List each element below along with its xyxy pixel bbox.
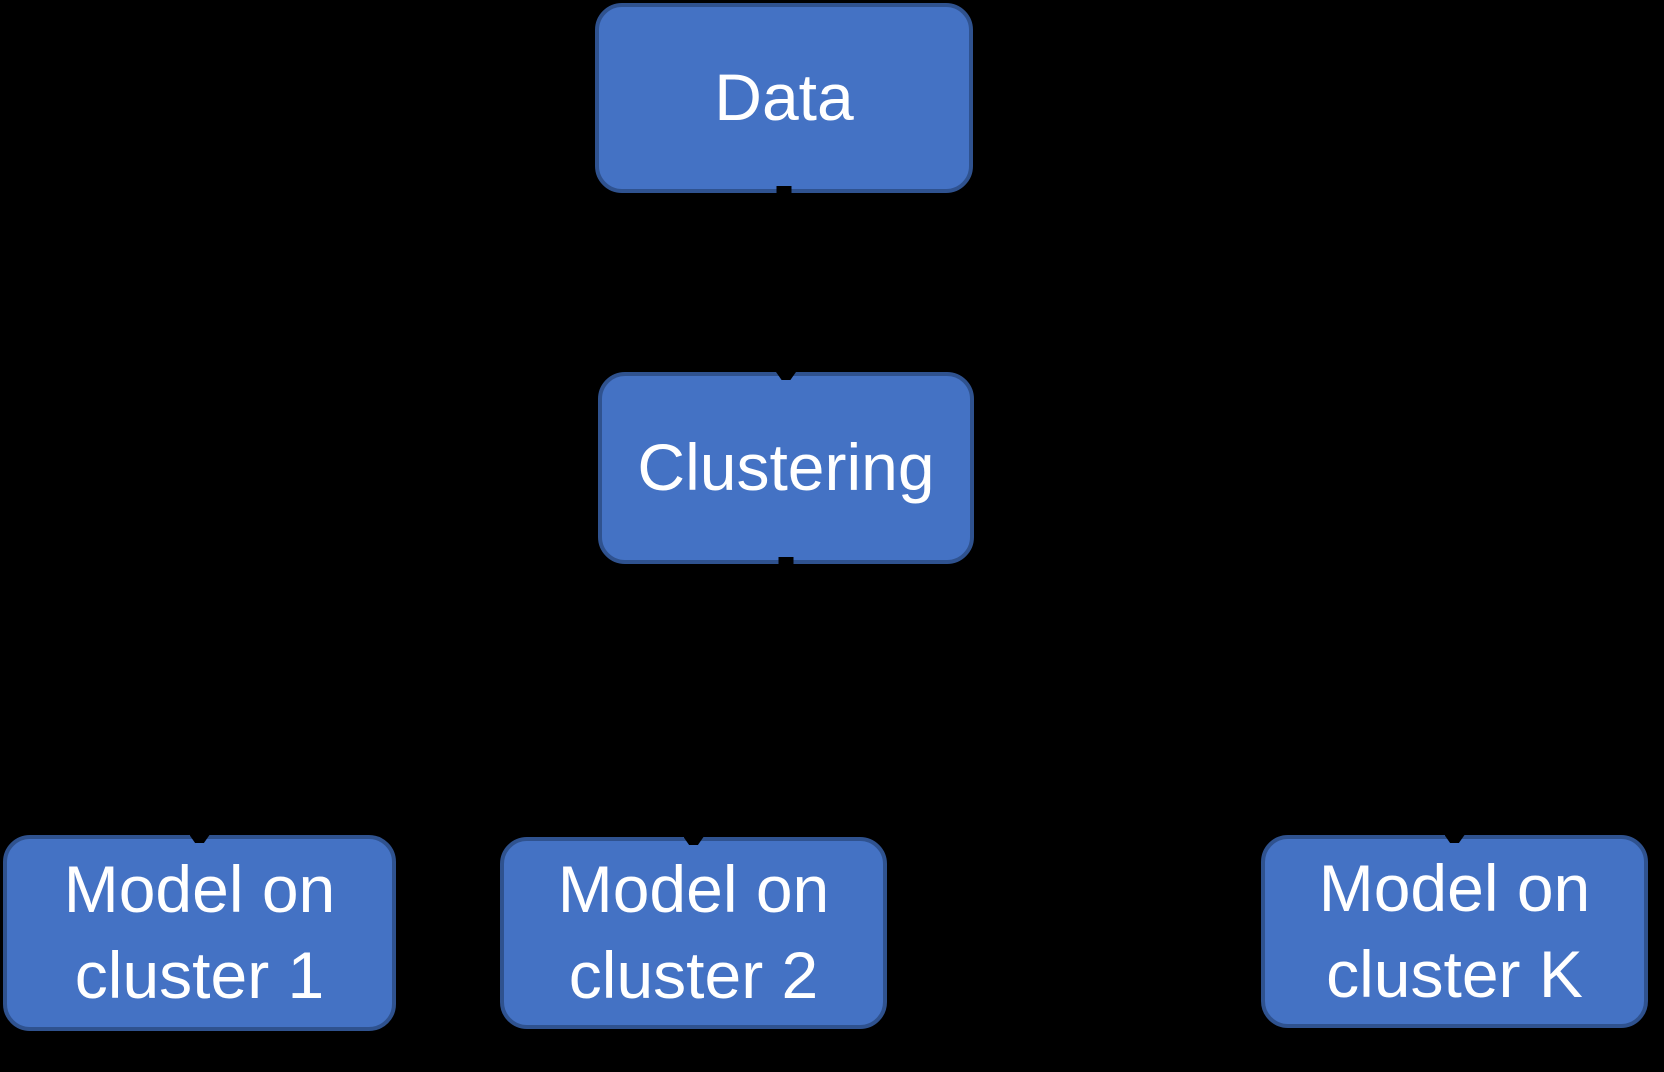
connector-stub-clustering-bottom [778,557,794,564]
connector-stub-model-2-top [683,837,704,845]
node-data-label: Data [714,60,854,135]
node-model-cluster-2: Model on cluster 2 [500,837,887,1029]
node-model-cluster-2-label: Model on cluster 2 [557,852,830,1012]
node-model-cluster-k-label: Model on cluster K [1318,850,1591,1011]
connector-stub-model-1-top [189,835,210,843]
node-model-cluster-k: Model on cluster K [1261,835,1648,1028]
node-clustering-label: Clustering [637,430,935,505]
node-data: Data [595,3,973,193]
connector-stub-clustering-top [776,372,796,380]
node-model-cluster-1-label: Model on cluster 1 [63,852,336,1012]
connector-stub-data-bottom [776,186,792,193]
node-clustering: Clustering [598,372,974,564]
connector-stub-model-k-top [1444,835,1465,843]
node-model-cluster-1: Model on cluster 1 [3,835,396,1031]
